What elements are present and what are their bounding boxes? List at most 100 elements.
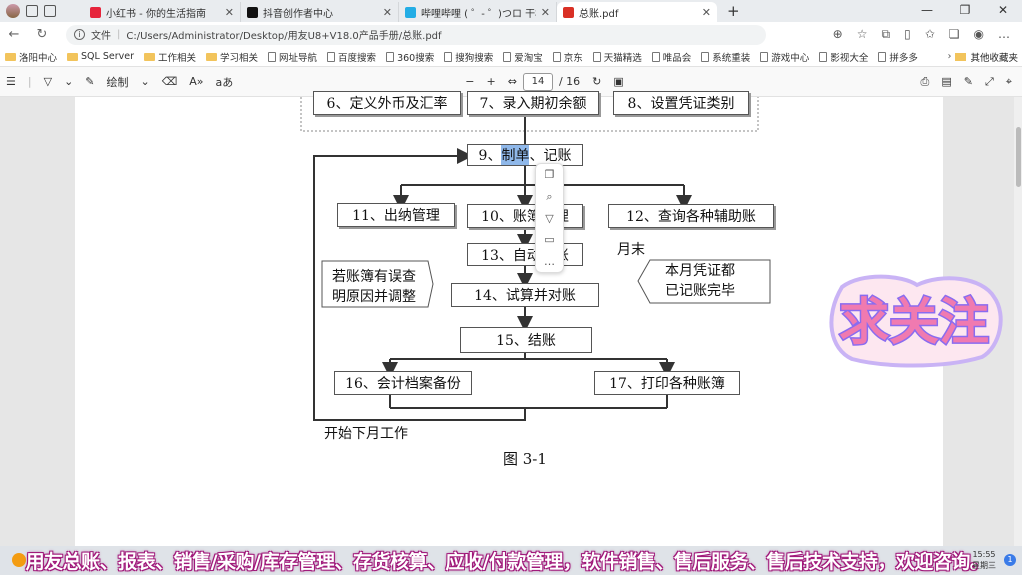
folder-icon: [144, 52, 155, 61]
draw-icon[interactable]: ✎: [85, 75, 95, 88]
close-icon[interactable]: ✕: [701, 5, 711, 19]
tab-douyin[interactable]: 抖音创作者中心 ✕: [241, 2, 399, 22]
pdf-viewport[interactable]: 6、定义外币及汇率 7、录入期初余额 8、设置凭证类别 9、制单、记账 11、出…: [0, 91, 1022, 546]
eraser-icon[interactable]: ⌫: [161, 75, 178, 88]
split-screen-icon[interactable]: ▯: [904, 27, 911, 41]
page-number-input[interactable]: 14: [522, 72, 553, 91]
search-icon[interactable]: ⌕: [546, 189, 553, 203]
workspaces-icon[interactable]: [26, 5, 38, 17]
bookmark-item[interactable]: 爱淘宝: [498, 50, 548, 64]
weather-text: 33° 晴: [30, 551, 44, 569]
window-controls: — ❐ ✕: [908, 0, 1022, 20]
fit-width-icon[interactable]: ⇔: [507, 75, 517, 88]
bookmark-item[interactable]: 游戏中心: [755, 50, 814, 64]
draw-label[interactable]: 绘制: [106, 75, 129, 89]
address-bar-actions: ⊕ ☆ ⧉ ▯ ✩ ❏ ◉ …: [833, 27, 1022, 42]
bookmark-label: 天猫精选: [603, 52, 642, 64]
collections-icon[interactable]: ❏: [948, 27, 960, 41]
highlight-icon[interactable]: ▽: [43, 75, 53, 88]
bookmark-item[interactable]: SQL Server: [62, 51, 139, 62]
bookmark-label: 学习相关: [220, 52, 259, 64]
bookmark-label: 洛阳中心: [19, 52, 58, 64]
info-icon[interactable]: i: [74, 29, 85, 40]
copy-icon[interactable]: ❐: [544, 168, 555, 182]
print-icon[interactable]: ⎙: [920, 74, 930, 88]
bookmark-label: 360搜索: [397, 52, 435, 64]
star-icon[interactable]: ☆: [856, 27, 868, 41]
contents-icon[interactable]: ☰: [6, 75, 16, 88]
close-icon[interactable]: ✕: [540, 5, 550, 19]
refresh-icon[interactable]: ↻: [36, 27, 48, 42]
url-text[interactable]: C:/Users/Administrator/Desktop/用友U8+V18.…: [126, 31, 442, 42]
bookmark-item[interactable]: 唯品会: [647, 50, 697, 64]
chevron-right-icon[interactable]: ›: [947, 51, 952, 62]
translate-icon[interactable]: aあ: [215, 75, 234, 89]
bookmark-item[interactable]: 360搜索: [381, 50, 439, 64]
pdf-page: 6、定义外币及汇率 7、录入期初余额 8、设置凭证类别 9、制单、记账 11、出…: [75, 91, 943, 546]
more-menu-icon[interactable]: …: [998, 27, 1010, 41]
folder-icon: [955, 52, 967, 61]
tab-pdf-active[interactable]: 总账.pdf ✕: [557, 2, 717, 22]
read-aloud-icon[interactable]: A»: [189, 75, 204, 88]
weather-widget[interactable]: 33° 晴: [12, 551, 44, 569]
tab-actions-icon[interactable]: [44, 5, 56, 17]
step-7-label: 7、录入期初余额: [479, 96, 587, 112]
step-11-label: 11、出纳管理: [352, 208, 440, 224]
url-scheme-label: 文件: [91, 31, 111, 42]
vertical-scrollbar[interactable]: [1014, 97, 1022, 546]
page-view-icon[interactable]: ▣: [613, 75, 624, 88]
save-as-icon[interactable]: ✎: [963, 74, 973, 88]
bookmark-label: 系统重装: [712, 52, 751, 64]
zoom-in-icon[interactable]: +: [486, 75, 496, 88]
bookmark-item[interactable]: 学习相关: [201, 50, 263, 64]
clock[interactable]: 15:55 星期三: [972, 549, 996, 571]
bookmark-item[interactable]: 影视大全: [814, 50, 873, 64]
profile-avatar[interactable]: [6, 4, 20, 18]
close-window-icon[interactable]: ✕: [997, 3, 1009, 17]
chevron-down-icon[interactable]: ⌄: [140, 75, 150, 88]
url-field[interactable]: i 文件 | C:/Users/Administrator/Desktop/用友…: [66, 24, 766, 45]
bookmark-item[interactable]: 系统重装: [696, 50, 755, 64]
extensions-icon[interactable]: ⧉: [881, 27, 891, 41]
selection-toolbar: ❐ ⌕ ▽ ▭ …: [535, 163, 564, 273]
maximize-icon[interactable]: ❐: [959, 3, 971, 17]
bookmark-item[interactable]: 天猫精选: [588, 50, 647, 64]
pin-icon[interactable]: ⌖: [1005, 74, 1012, 88]
rotate-icon[interactable]: ↻: [592, 75, 602, 88]
scrollbar-thumb[interactable]: [1016, 127, 1021, 187]
step-9-highlight[interactable]: 制单: [501, 145, 530, 165]
minimize-icon[interactable]: —: [921, 3, 933, 17]
back-arrow-icon[interactable]: ←: [8, 27, 20, 42]
profile-icon[interactable]: ◉: [973, 27, 984, 41]
tab-xiaohongshu[interactable]: 小红书 - 你的生活指南 ✕: [84, 2, 241, 22]
chevron-down-icon[interactable]: ⌄: [64, 75, 74, 88]
bookmark-item[interactable]: 搜狗搜索: [439, 50, 498, 64]
highlight-icon[interactable]: ▽: [545, 211, 554, 225]
notification-badge[interactable]: 1: [1004, 554, 1016, 566]
page-icon: [760, 51, 769, 62]
more-icon[interactable]: …: [544, 254, 555, 268]
other-bookmarks[interactable]: › 其他收藏夹: [948, 50, 1022, 64]
fullscreen-icon[interactable]: ⤢: [984, 74, 994, 88]
new-tab-button[interactable]: +: [727, 2, 740, 20]
step-13-box: 13、自动转账: [467, 243, 583, 266]
comment-icon[interactable]: ▭: [544, 233, 555, 247]
tab-bilibili[interactable]: 哔哩哔哩 ( ゜- ゜)つロ 干杯~-bilibi ✕: [399, 2, 557, 22]
clock-weekday: 星期三: [972, 561, 996, 570]
step-9-prefix: 9、: [478, 148, 502, 164]
zoom-icon[interactable]: ⊕: [832, 27, 843, 41]
bookmark-item[interactable]: 工作相关: [139, 50, 201, 64]
save-icon[interactable]: ▤: [941, 74, 952, 88]
bookmark-label: 拼多多: [889, 52, 918, 64]
zoom-out-icon[interactable]: −: [465, 75, 475, 88]
bookmark-item[interactable]: 洛阳中心: [0, 50, 62, 64]
bookmark-item[interactable]: 京东: [548, 50, 588, 64]
bookmark-label: 搜狗搜索: [455, 52, 494, 64]
close-icon[interactable]: ✕: [224, 5, 234, 19]
close-icon[interactable]: ✕: [382, 5, 392, 19]
favorites-icon[interactable]: ✩: [924, 27, 935, 41]
taskbar: 33° 晴 用友总账、报表、销售/采购/库存管理、存货核算、应收/付款管理，软件…: [0, 546, 1022, 575]
bookmark-item[interactable]: 网址导航: [263, 50, 322, 64]
bookmark-item[interactable]: 百度搜索: [322, 50, 381, 64]
bookmark-item[interactable]: 拼多多: [873, 50, 923, 64]
